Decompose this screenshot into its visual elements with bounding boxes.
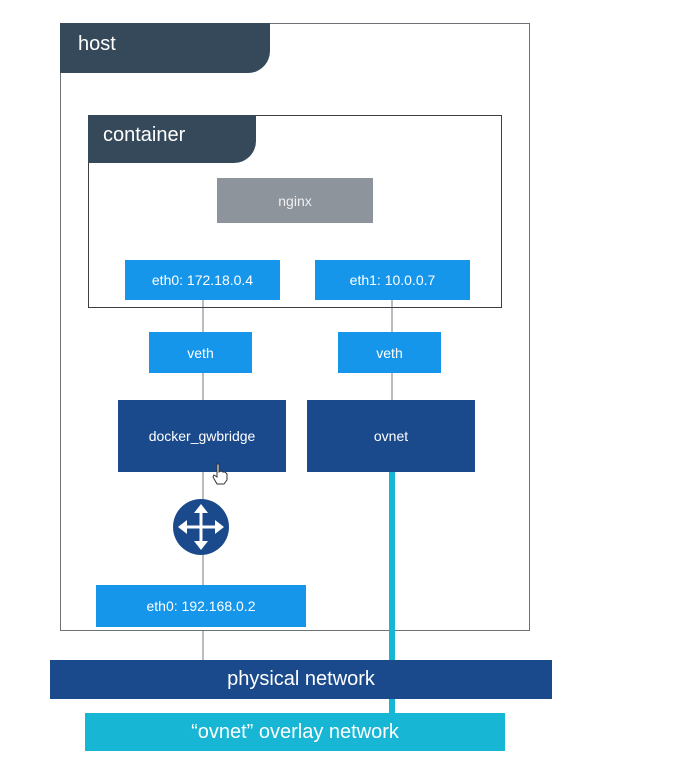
nginx-process: nginx — [217, 178, 373, 223]
connector-eth0-physical — [202, 626, 204, 661]
host-label: host — [60, 23, 270, 73]
ovnet-overlay-network: “ovnet” overlay network — [85, 713, 505, 751]
container-eth0-interface: eth0: 172.18.0.4 — [125, 260, 280, 300]
connector-eth0-veth-inner — [202, 300, 204, 333]
container-eth1-interface: eth1: 10.0.0.7 — [315, 260, 470, 300]
docker-gwbridge: docker_gwbridge — [118, 400, 286, 472]
veth-left: veth — [149, 332, 252, 373]
container-frame — [88, 115, 502, 308]
ovnet-bridge: ovnet — [307, 400, 475, 472]
connector-veth-ovnet-inner — [391, 373, 393, 401]
container-label: container — [88, 115, 256, 163]
hand-cursor-icon — [212, 463, 228, 485]
connector-veth-gwbridge-inner — [202, 373, 204, 401]
connector-gwbridge-router-inner — [202, 470, 204, 500]
router-icon — [173, 499, 229, 555]
physical-network: physical network — [50, 660, 552, 699]
veth-right: veth — [338, 332, 441, 373]
overlay-link — [389, 472, 395, 714]
connector-eth1-veth-inner — [391, 300, 393, 333]
connector-router-eth0-inner — [202, 555, 204, 585]
host-eth0-interface: eth0: 192.168.0.2 — [96, 585, 306, 627]
